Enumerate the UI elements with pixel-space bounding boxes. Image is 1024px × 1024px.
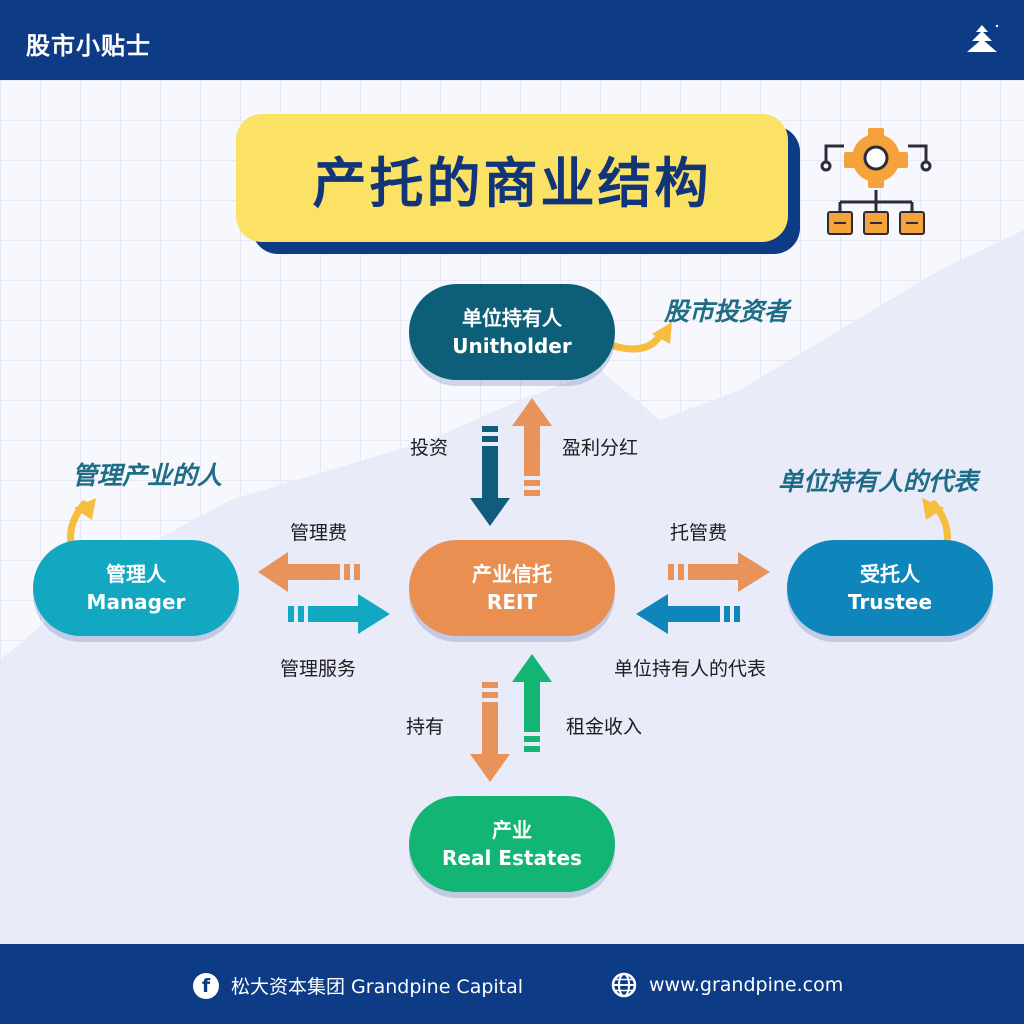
node-unitholder-cn: 单位持有人	[462, 306, 562, 330]
management-service-arrow	[288, 594, 390, 634]
node-manager-cn: 管理人	[106, 562, 166, 586]
note-trustee: 单位持有人的代表	[778, 467, 979, 496]
unitholder-rep-arrow	[636, 594, 740, 634]
hold-arrow	[470, 682, 510, 782]
edge-label-trustee-fee: 托管费	[670, 522, 728, 544]
note-arrowhead-manager	[74, 498, 96, 520]
node-estate-en: Real Estates	[442, 846, 582, 870]
trustee-fee-arrow	[668, 552, 770, 592]
note-arrowhead-trustee	[922, 498, 944, 520]
management-fee-arrow	[258, 552, 360, 592]
note-unitholder: 股市投资者	[664, 297, 790, 326]
rental-income-arrow	[512, 654, 552, 752]
dividend-arrow	[512, 398, 552, 496]
footer-website[interactable]: www.grandpine.com	[611, 972, 843, 998]
pine-logo-icon	[967, 24, 999, 52]
edge-label-management-fee: 管理费	[290, 522, 348, 544]
node-estate-cn: 产业	[492, 818, 532, 842]
edge-label-hold: 持有	[406, 716, 445, 738]
footer-website-text: www.grandpine.com	[649, 974, 844, 996]
node-reit-cn: 产业信托	[472, 562, 552, 586]
note-manager: 管理产业的人	[72, 461, 223, 490]
title-box: 产托的商业结构	[236, 114, 788, 242]
edge-label-rental-income: 租金收入	[566, 716, 643, 738]
node-trustee-cn: 受托人	[860, 562, 920, 586]
header-bar: 股市小贴士	[0, 0, 1024, 80]
gear-network-icon	[820, 128, 932, 235]
globe-icon	[611, 972, 637, 998]
node-manager-en: Manager	[86, 590, 186, 614]
node-trustee: 受托人 Trustee	[787, 540, 993, 636]
node-real-estates: 产业 Real Estates	[409, 796, 615, 892]
facebook-icon: f	[193, 972, 219, 999]
invest-arrow	[470, 426, 510, 526]
node-reit: 产业信托 REIT	[409, 540, 615, 636]
edge-label-management-service: 管理服务	[280, 658, 357, 680]
footer-bar: f 松大资本集团 Grandpine Capital www.grandpine…	[0, 944, 1024, 1024]
node-trustee-en: Trustee	[847, 590, 933, 614]
note-arrowhead-unitholder	[652, 322, 672, 344]
node-unitholder-en: Unitholder	[452, 334, 572, 358]
edge-label-invest: 投资	[410, 437, 449, 459]
edge-label-dividend: 盈利分红	[562, 437, 639, 459]
footer-facebook-text: 松大资本集团 Grandpine Capital	[231, 976, 524, 998]
node-unitholder: 单位持有人 Unitholder	[409, 284, 615, 380]
page-title: 产托的商业结构	[312, 151, 712, 215]
header-title: 股市小贴士	[26, 32, 151, 60]
node-reit-en: REIT	[486, 590, 538, 614]
edge-label-unitholder-rep: 单位持有人的代表	[614, 658, 767, 680]
footer-facebook[interactable]: f 松大资本集团 Grandpine Capital	[193, 972, 523, 999]
node-manager: 管理人 Manager	[33, 540, 239, 636]
